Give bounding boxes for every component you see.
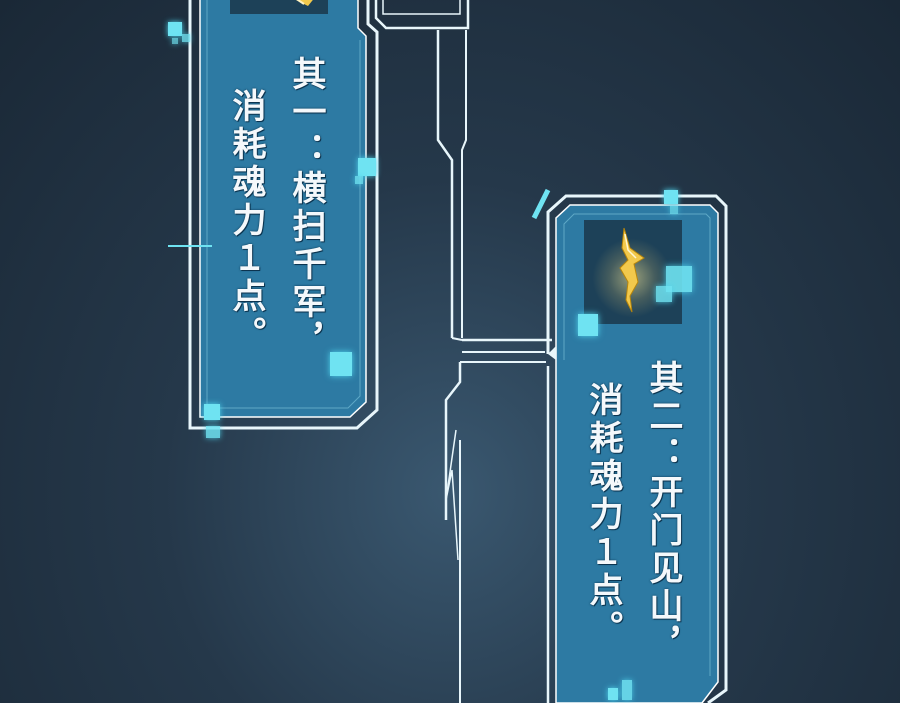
glow-square	[578, 314, 598, 336]
golden-blade-icon	[619, 227, 645, 313]
glow-square	[182, 34, 190, 42]
card-1-line-1: 其一：横扫千军，	[286, 56, 326, 360]
glow-square	[622, 680, 632, 700]
golden-sword-slash-icon	[296, 0, 313, 6]
glow-square	[204, 404, 220, 420]
glow-square	[168, 22, 182, 36]
glow-square	[206, 426, 220, 438]
glow-square	[608, 688, 618, 700]
glow-square	[358, 158, 376, 176]
glow-square	[664, 190, 678, 204]
skill-icon-top-box	[230, 0, 328, 14]
glow-square	[330, 352, 352, 376]
card-1-line-2: 消耗魂力１点。	[226, 88, 266, 354]
connector-pipe	[374, 0, 552, 703]
glow-square	[670, 206, 678, 214]
glow-square	[172, 38, 178, 44]
glow-square	[656, 286, 672, 302]
skill-card-1-frame	[168, 0, 379, 430]
glow-square	[355, 176, 363, 184]
card-2-line-1: 其二：开门见山，	[643, 360, 683, 664]
card-2-line-2: 消耗魂力１点。	[583, 382, 623, 648]
skill-icon-main-box	[584, 220, 682, 324]
